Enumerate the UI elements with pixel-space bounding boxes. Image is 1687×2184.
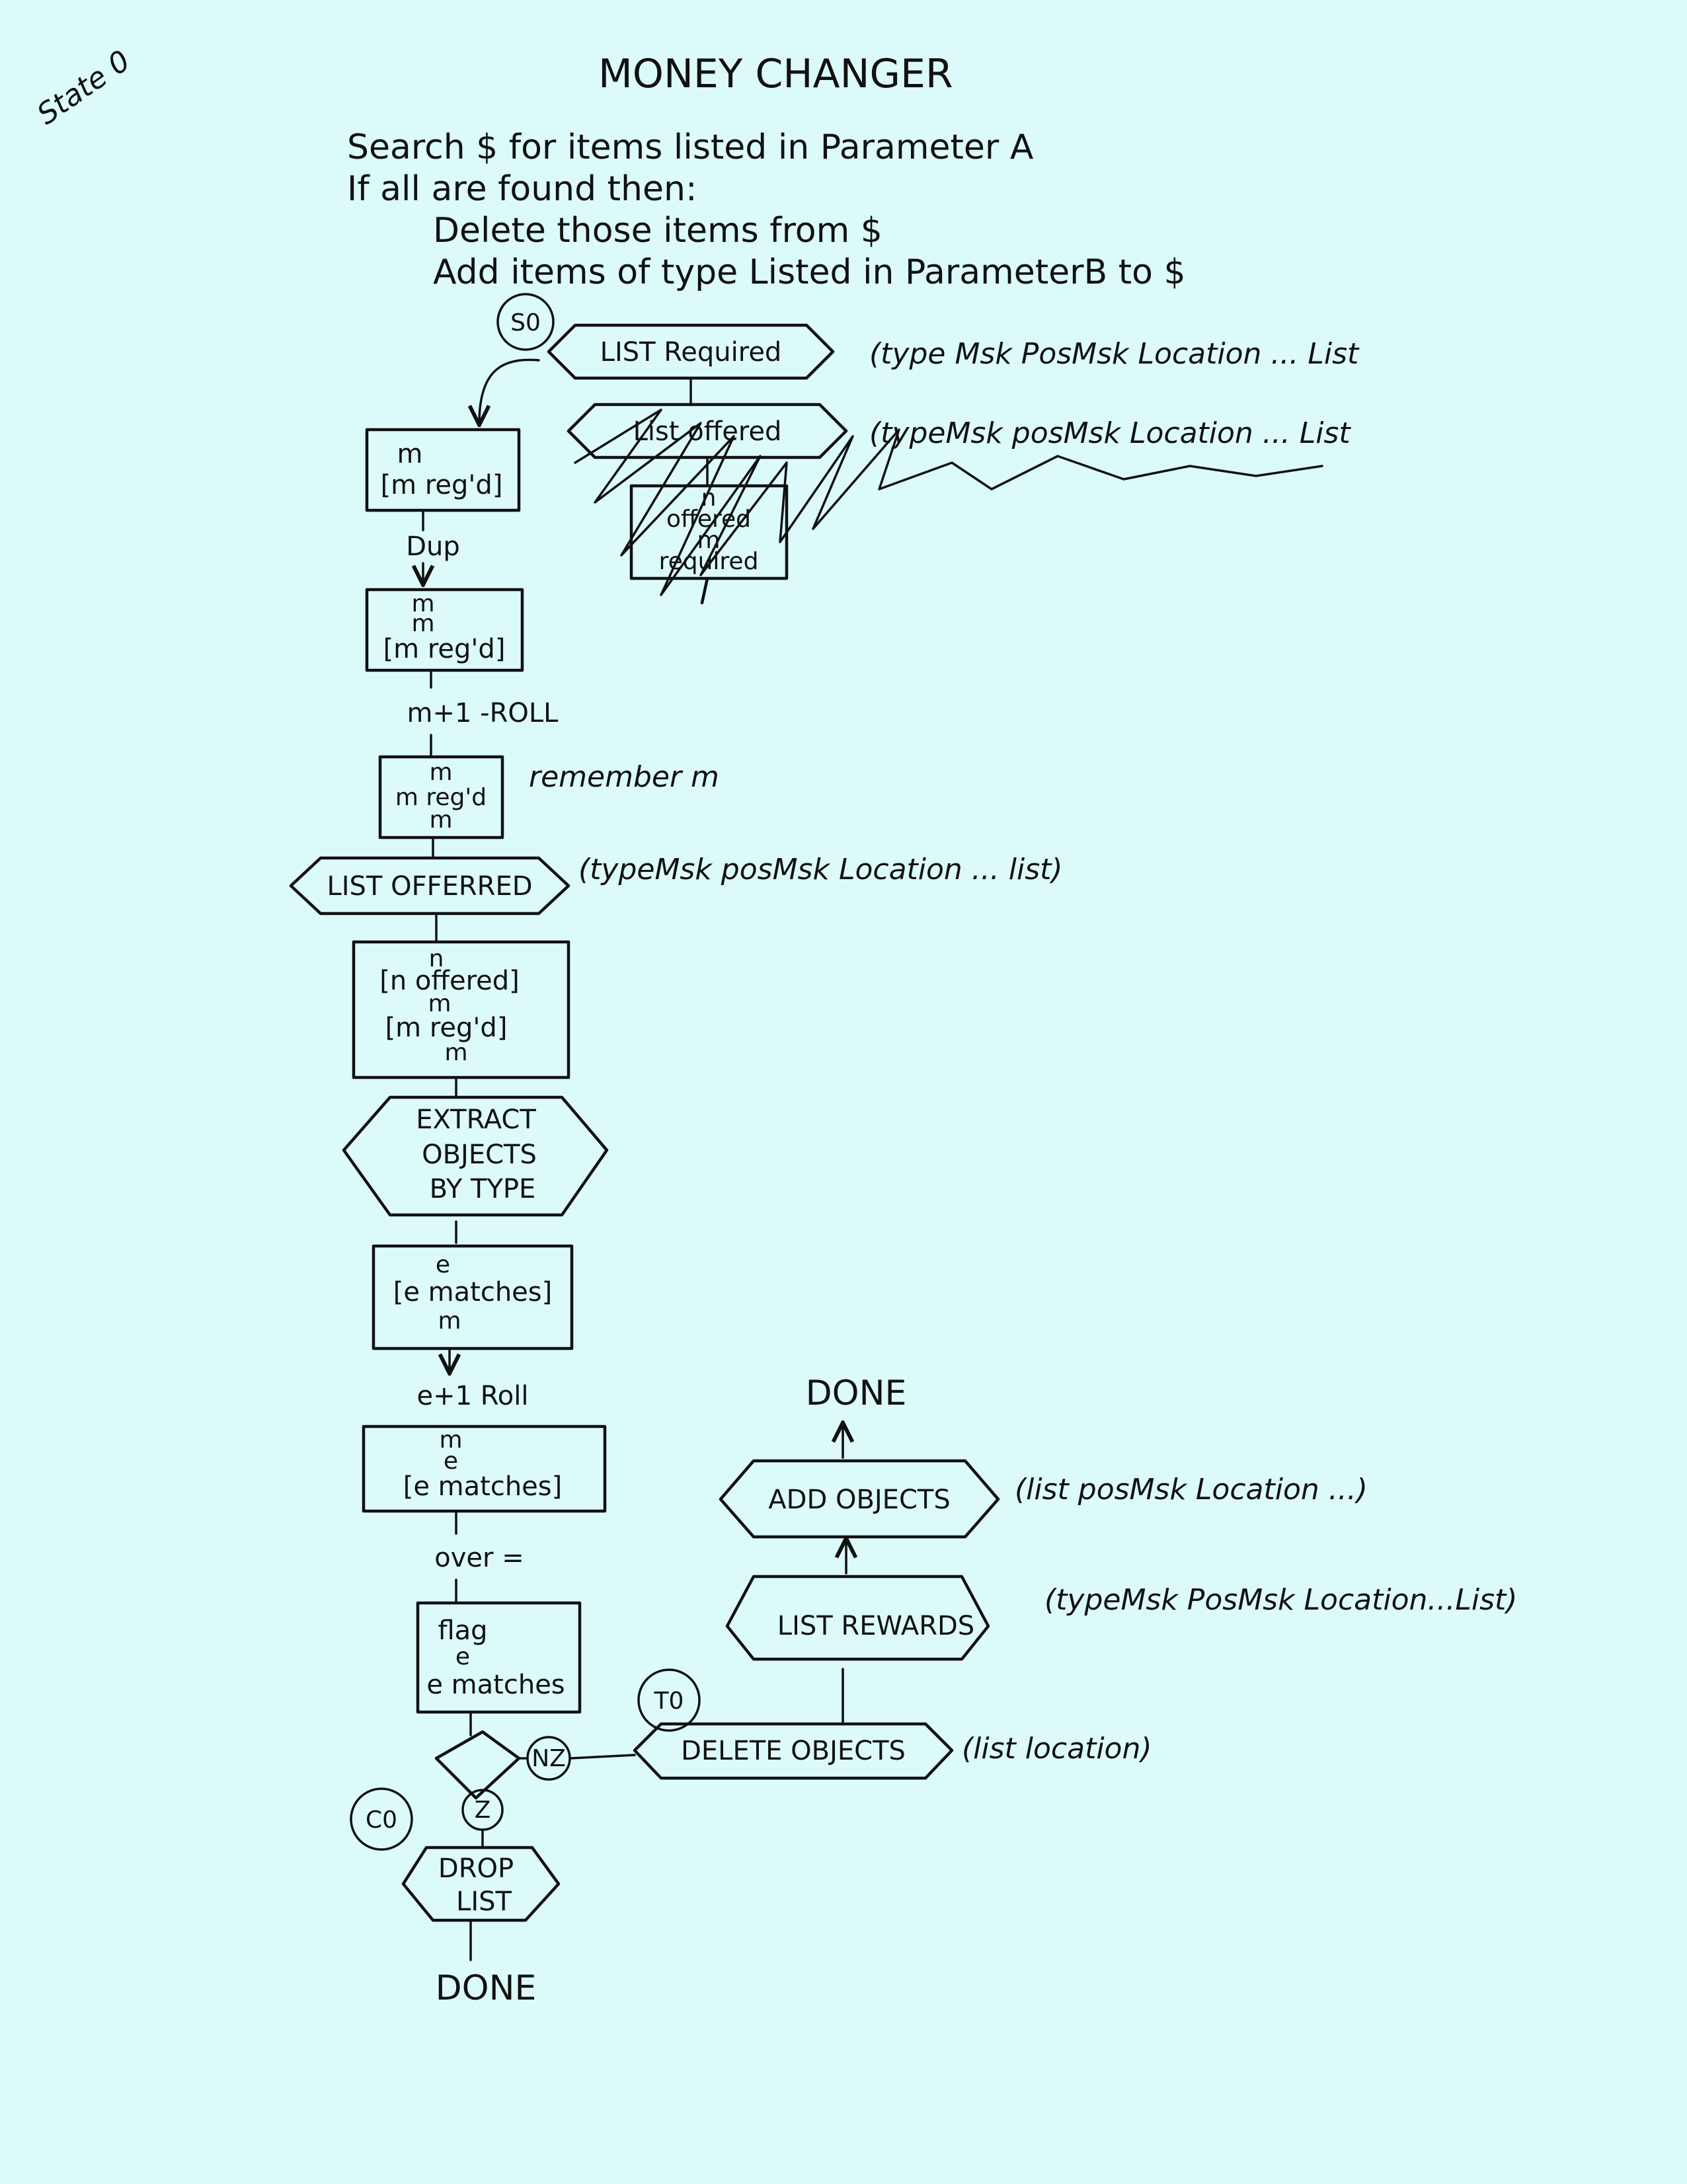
stack6-line-2: e: [444, 1448, 458, 1475]
stack1-line-2: [m reg'd]: [381, 470, 503, 500]
stack7-line-1: flag: [438, 1616, 487, 1646]
list-rewards-step: LIST REWARDS (typeMsk PosMsk Location...…: [725, 1575, 1517, 1661]
stack5-line-2: [e matches]: [393, 1277, 553, 1307]
done-bottom-label: DONE: [436, 1969, 537, 2008]
stack6-line-3: [e matches]: [403, 1471, 563, 1502]
stack-box-6: m e [e matches]: [362, 1424, 607, 1513]
connector-nz-label: NZ: [531, 1745, 566, 1772]
list-offerred-label: LIST OFFERRED: [327, 871, 532, 902]
connector-c0: C0: [350, 1787, 413, 1851]
delete-objects-step: DELETE OBJECTS (list location): [633, 1722, 1152, 1780]
list-offerred-step: LIST OFFERRED (typeMsk posMsk Location .…: [289, 853, 1063, 916]
drop-list-line-2: LIST: [456, 1887, 512, 1917]
corner-note: State 0: [31, 44, 136, 132]
extract-objects-step: EXTRACT OBJECTS BY TYPE: [342, 1095, 609, 1217]
add-objects-note: (list posMsk Location ...): [1015, 1473, 1368, 1506]
list-required-label: LIST Required: [600, 337, 782, 368]
list-offerred-note: (typeMsk posMsk Location ... list): [578, 853, 1063, 886]
stack4-line-5: m: [444, 1039, 467, 1066]
stack-box-4: n [n offered] m [m reg'd] m: [352, 940, 570, 1079]
extract-line-1: EXTRACT: [416, 1105, 536, 1135]
stack4-line-4: [m reg'd]: [385, 1013, 508, 1043]
stack-box-5: e [e matches] m: [372, 1244, 574, 1350]
list-offered-crossed-note: (typeMsk posMsk Location ... List: [869, 416, 1351, 450]
over-eq-label: over =: [434, 1543, 524, 1573]
description-line-3: Delete those items from $: [433, 211, 883, 251]
stack6-line-1: m: [439, 1426, 462, 1454]
description-block: Search $ for items listed in Parameter A…: [347, 128, 1186, 292]
stack5-line-3: m: [438, 1307, 461, 1335]
description-line-1: Search $ for items listed in Parameter A: [347, 128, 1034, 167]
list-offered-crossed-label: List offered: [633, 416, 782, 447]
stack3-line-1: m: [429, 759, 452, 786]
stack2-line-3: [m reg'd]: [383, 634, 506, 664]
stack7-line-3: e matches: [426, 1670, 565, 1700]
connector-nz: NZ: [518, 1736, 636, 1781]
list-offered-crossed-step: List offered (typeMsk posMsk Location ..…: [567, 403, 1351, 605]
delete-objects-label: DELETE OBJECTS: [681, 1736, 906, 1766]
stack1-line-1: m: [397, 439, 423, 469]
extract-line-2: OBJECTS: [422, 1140, 537, 1170]
stack3-line-2: m reg'd: [395, 784, 487, 811]
stack-box-3: m m reg'd m remember m: [378, 755, 719, 839]
stack3-note: remember m: [529, 760, 719, 794]
stack2-line-2: m: [411, 610, 434, 637]
stack4-line-2: [n offered]: [379, 966, 519, 996]
connector-c0-label: C0: [366, 1807, 397, 1834]
list-rewards-note: (typeMsk PosMsk Location...List): [1044, 1583, 1517, 1617]
roll1-label: m+1 -ROLL: [407, 698, 559, 728]
connector-z-label: Z: [475, 1797, 491, 1824]
roll2-label: e+1 Roll: [417, 1381, 529, 1411]
stack4-line-3: m: [428, 990, 451, 1017]
stack-box-2: m m [m reg'd]: [365, 588, 524, 672]
connector-t0: T0: [637, 1668, 701, 1732]
add-objects-step: ADD OBJECTS (list posMsk Location ...): [719, 1459, 1368, 1539]
page-title: MONEY CHANGER: [598, 51, 953, 97]
dup-label: Dup: [406, 531, 460, 562]
stack5-line-1: e: [436, 1251, 450, 1278]
delete-objects-note: (list location): [962, 1732, 1152, 1766]
description-line-4: Add items of type Listed in ParameterB t…: [433, 253, 1186, 292]
list-required-note: (type Msk PosMsk Location ... List: [869, 337, 1360, 371]
add-objects-label: ADD OBJECTS: [768, 1485, 950, 1515]
stack-box-1: m [m reg'd]: [365, 428, 521, 512]
extract-line-3: BY TYPE: [430, 1174, 536, 1204]
offered-box-line-1: n: [701, 485, 717, 512]
list-rewards-label: LIST REWARDS: [777, 1611, 974, 1641]
drop-list-step: DROP LIST: [401, 1846, 561, 1922]
stack-box-7: flag e e matches: [416, 1601, 582, 1714]
stack2-line-1: m: [411, 590, 434, 617]
connector-s0-label: S0: [510, 309, 541, 336]
list-required-step: LIST Required (type Msk PosMsk Location …: [547, 323, 1360, 380]
connector-s0: S0: [496, 293, 555, 351]
connector-z: Z: [461, 1789, 504, 1831]
connector-t0-label: T0: [654, 1688, 684, 1715]
decision-diamond: [434, 1730, 521, 1800]
drop-list-line-1: DROP: [438, 1853, 514, 1884]
description-line-2: If all are found then:: [347, 169, 697, 209]
stack3-line-3: m: [429, 806, 452, 834]
stack4-line-1: n: [429, 945, 444, 972]
stack7-line-2: e: [455, 1643, 470, 1670]
done-top-label: DONE: [806, 1374, 907, 1413]
